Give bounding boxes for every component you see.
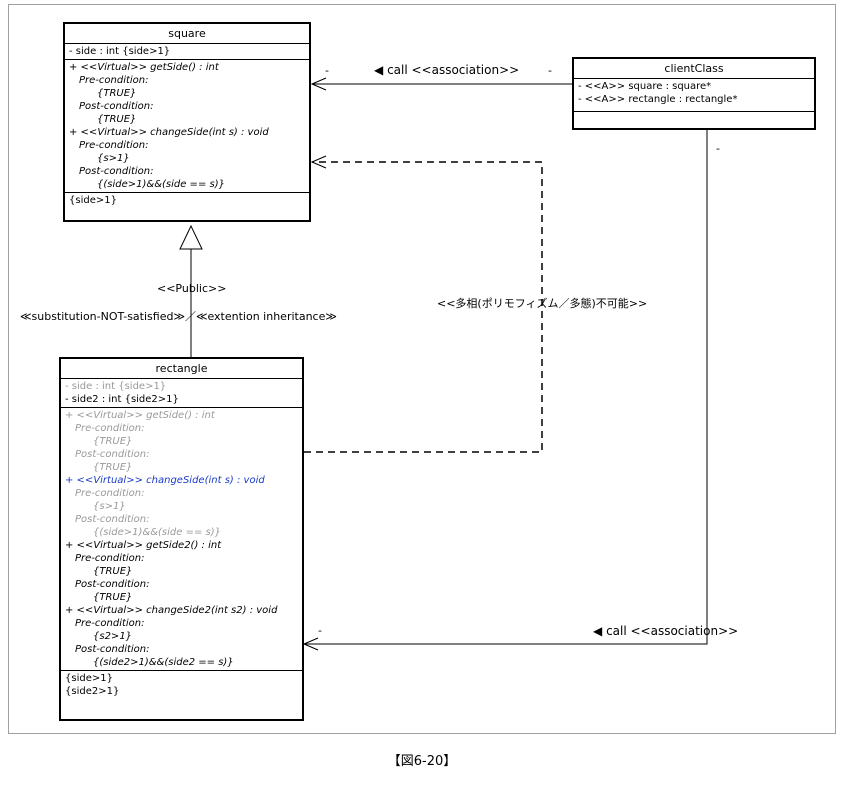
left-triangle-icon: ◀: [374, 63, 384, 77]
square-attribute-line: - side : int {side>1}: [69, 46, 171, 57]
square-operation-line: Post-condition:: [79, 101, 154, 112]
clientclass-box[interactable]: clientClass - <<A>> square : square*- <<…: [572, 57, 816, 130]
polymorphism-label: <<多相(ポリモフィズム／多態)不可能>>: [437, 297, 648, 310]
rectangle-operation-line: {(side2>1)&&(side2 == s)}: [93, 657, 234, 668]
rectangle-operation-line: {s2>1}: [93, 631, 133, 642]
rectangle-operation-line: + <<Virtual>> changeSide2(int s2) : void: [65, 605, 278, 616]
rectangle-operation-line: Post-condition:: [75, 644, 150, 655]
dash-label-client-below: -: [716, 142, 720, 155]
rectangle-operation-line: Pre-condition:: [75, 488, 145, 499]
call-association-label-bottom: ◀ call <<association>>: [593, 624, 738, 638]
square-constraints: {side>1}: [65, 193, 309, 208]
square-operation-line: {TRUE}: [97, 88, 137, 99]
square-constraint-line: {side>1}: [69, 195, 117, 206]
rectangle-operation-line: + <<Virtual>> getSide() : int: [65, 410, 215, 421]
polymorphism-arrowhead: [310, 155, 327, 169]
polymorphism-dependency-line: [304, 161, 543, 453]
rectangle-operation-line: {TRUE}: [93, 462, 133, 473]
substitution-label: ≪substitution-NOT-satisfied≫／≪extention …: [20, 310, 337, 323]
square-class-title: square: [65, 24, 309, 44]
rectangle-operation-line: Pre-condition:: [75, 553, 145, 564]
clientclass-attributes: - <<A>> square : square* - <<A>> rectangl…: [574, 79, 814, 112]
rectangle-operation-line: {TRUE}: [93, 566, 133, 577]
rectangle-operation-line: Post-condition:: [75, 449, 150, 460]
square-operation-line: Pre-condition:: [79, 75, 149, 86]
clientclass-title: clientClass: [574, 59, 814, 79]
clientclass-operations: [574, 112, 814, 128]
clientclass-attribute-line: - <<A>> square : square*: [578, 81, 712, 92]
call-association-text-top: call <<association>>: [387, 63, 520, 77]
rectangle-operation-line: Pre-condition:: [75, 618, 145, 629]
dash-label-rectangle-end: -: [318, 624, 322, 637]
public-stereotype-label: <<Public>>: [157, 282, 227, 295]
rectangle-constraints: {side>1} {side2>1}: [61, 671, 302, 699]
rectangle-attribute-line: - side2 : int {side2>1}: [65, 394, 179, 405]
dash-label-client-end: -: [548, 64, 552, 77]
square-class-box[interactable]: square - side : int {side>1} + <<Virtual…: [63, 22, 311, 222]
square-operation-line: {(side>1)&&(side == s)}: [97, 179, 225, 190]
rectangle-attribute-line: - side : int {side>1}: [65, 381, 167, 392]
rectangle-operation-line: Pre-condition:: [75, 423, 145, 434]
rectangle-operation-line: Post-condition:: [75, 579, 150, 590]
rectangle-constraint-line: {side>1}: [65, 673, 113, 684]
square-operation-line: + <<Virtual>> changeSide(int s) : void: [69, 127, 269, 138]
rectangle-operation-line: {(side>1)&&(side == s)}: [93, 527, 221, 538]
generalization-arrowhead: [179, 224, 203, 250]
rectangle-class-box[interactable]: rectangle - side : int {side>1} - side2 :…: [59, 357, 304, 721]
call-association-text-bottom: call <<association>>: [606, 624, 739, 638]
rectangle-operation-line: {TRUE}: [93, 592, 133, 603]
association-line-rectangle: [304, 130, 708, 645]
clientclass-attribute-line: - <<A>> rectangle : rectangle*: [578, 94, 738, 105]
association-arrowhead-square: [310, 77, 327, 91]
rectangle-operation-line: {s>1}: [93, 501, 126, 512]
rectangle-attributes: - side : int {side>1} - side2 : int {side…: [61, 379, 302, 408]
association-arrowhead-rectangle: [302, 637, 319, 651]
figure-caption: 【図6-20】: [387, 754, 457, 769]
square-operation-line: Post-condition:: [79, 166, 154, 177]
rectangle-constraint-line: {side2>1}: [65, 686, 120, 697]
square-operation-line: Pre-condition:: [79, 140, 149, 151]
rectangle-operation-line: + <<Virtual>> changeSide(int s) : void: [65, 475, 265, 486]
call-association-label-top: ◀ call <<association>>: [374, 63, 519, 77]
diagram-frame: [8, 4, 836, 734]
rectangle-operation-line: Post-condition:: [75, 514, 150, 525]
rectangle-operation-line: {TRUE}: [93, 436, 133, 447]
square-operation-line: {s>1}: [97, 153, 130, 164]
left-triangle-icon: ◀: [593, 624, 603, 638]
rectangle-operation-line: + <<Virtual>> getSide2() : int: [65, 540, 222, 551]
square-attributes: - side : int {side>1}: [65, 44, 309, 60]
square-operation-line: {TRUE}: [97, 114, 137, 125]
square-operation-line: + <<Virtual>> getSide() : int: [69, 62, 219, 73]
dash-label-square-end: -: [325, 64, 329, 77]
rectangle-class-title: rectangle: [61, 359, 302, 379]
